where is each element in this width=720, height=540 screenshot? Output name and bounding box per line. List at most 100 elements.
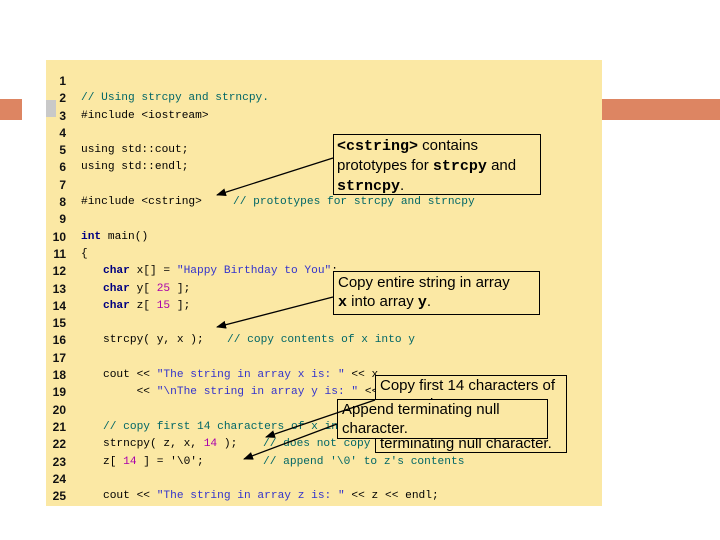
callout-text: prototypes for	[337, 157, 433, 174]
code-text: ];	[170, 300, 191, 312]
code-line-5: using std::cout;	[81, 144, 189, 156]
arrow-to-include	[216, 157, 334, 197]
callout-line: <cstring> contains	[337, 136, 537, 156]
line-number: 9	[59, 212, 66, 226]
callout-line: character.	[342, 420, 408, 437]
code-text: strncpy( z, x,	[103, 438, 204, 450]
code-text: << x	[344, 369, 379, 381]
callout-text: contains	[418, 137, 479, 154]
accent-bar-left	[0, 99, 22, 120]
code-line-6: using std::endl;	[81, 161, 189, 173]
line-number: 8	[59, 195, 66, 209]
code-text: z[	[103, 456, 124, 468]
code-text: z[	[129, 300, 157, 312]
callout-null-terminator: Append terminating null character.	[337, 399, 548, 439]
callout-code: x	[338, 294, 348, 311]
code-line-12: char x[] = "Happy Birthday to You";	[103, 264, 338, 278]
code-string: "Happy Birthday to You"	[176, 265, 332, 277]
callout-line: Copy first 14 characters of	[380, 377, 556, 394]
code-keyword: char	[103, 300, 130, 312]
arrow-to-strncpy	[265, 399, 376, 438]
code-text: main()	[101, 231, 149, 243]
line-number: 12	[52, 264, 66, 278]
callout-text: and	[486, 157, 517, 174]
line-number: 10	[52, 230, 66, 244]
code-text: y[	[129, 283, 157, 295]
line-number: 22	[52, 437, 66, 451]
code-comment: // Using strcpy and strncpy.	[81, 92, 269, 104]
code-keyword: int	[81, 231, 102, 243]
callout-code: strcpy	[432, 158, 487, 175]
line-number: 19	[52, 385, 66, 399]
line-number: 23	[52, 455, 66, 469]
code-text: ] = '\0';	[136, 456, 204, 468]
accent-bar-right	[601, 99, 720, 120]
line-number: 6	[59, 160, 66, 174]
callout-text: .	[426, 293, 432, 310]
code-line-13: char y[ 25 ];	[103, 282, 190, 296]
callout-text: .	[400, 177, 405, 194]
code-comment: // append '\0' to z's contents	[263, 455, 464, 469]
code-line-16: strcpy( y, x );	[103, 334, 204, 346]
callout-line: x into array y.	[338, 292, 535, 312]
callout-text: into array	[347, 293, 418, 310]
callout-cstring: <cstring> contains prototypes for strcpy…	[333, 134, 541, 195]
code-line-11: {	[81, 248, 88, 260]
line-number: 17	[52, 351, 66, 365]
code-text: cout <<	[103, 490, 157, 502]
code-text: <<	[103, 386, 157, 398]
code-text: );	[217, 438, 238, 450]
line-number: 25	[52, 489, 66, 503]
callout-line: prototypes for strcpy and	[337, 156, 537, 176]
line-number: 24	[52, 472, 66, 486]
arrow-to-strcpy	[216, 296, 334, 329]
code-line-23: z[ 14 ] = '\0';	[103, 455, 204, 469]
arrow-to-null-append	[243, 423, 338, 460]
code-number: 14	[123, 456, 137, 468]
code-line-22: strncpy( z, x, 14 );	[103, 437, 237, 451]
code-line-18: cout << "The string in array x is: " << …	[103, 368, 378, 382]
line-number: 3	[59, 109, 66, 123]
code-line-10: int main()	[81, 230, 148, 244]
line-number: 13	[52, 282, 66, 296]
code-number: 25	[156, 283, 171, 295]
code-number: 14	[203, 438, 218, 450]
line-number: 15	[52, 316, 66, 330]
code-comment-text: // append '\0' to z's contents	[263, 456, 465, 468]
code-line-25: cout << "The string in array z is: " << …	[103, 489, 439, 503]
callout-code: y	[417, 294, 427, 311]
code-comment-text: // prototypes for strcpy and strncpy	[233, 196, 475, 208]
code-text: ];	[170, 283, 191, 295]
code-comment: // prototypes for strcpy and strncpy	[233, 195, 475, 209]
code-keyword: char	[103, 283, 130, 295]
callout-line: strncpy.	[337, 176, 537, 196]
line-number: 7	[59, 178, 66, 192]
code-line-8: #include <cstring>	[81, 196, 202, 208]
code-comment: // copy contents of x into y	[227, 333, 415, 347]
accent-bar-mid	[46, 100, 56, 117]
code-text: << z << endl;	[344, 490, 439, 502]
line-number: 14	[52, 299, 66, 313]
line-number: 16	[52, 333, 66, 347]
code-text: cout <<	[103, 369, 157, 381]
line-number: 21	[52, 420, 66, 434]
code-string: "The string in array x is: "	[156, 369, 345, 381]
line-number: 1	[59, 74, 66, 88]
code-keyword: char	[103, 265, 130, 277]
callout-line: terminating null character.	[380, 435, 552, 452]
line-number: 20	[52, 403, 66, 417]
code-string: "The string in array z is: "	[156, 490, 345, 502]
code-line-3: #include <iostream>	[81, 110, 209, 122]
code-number: 15	[156, 300, 171, 312]
callout-code: <cstring>	[337, 138, 419, 155]
line-number: 4	[59, 126, 66, 140]
code-line-2: // Using strcpy and strncpy.	[81, 91, 269, 105]
code-comment-text: // copy contents of x into y	[227, 334, 415, 346]
line-number: 5	[59, 143, 66, 157]
code-string: "\nThe string in array y is: "	[156, 386, 359, 398]
line-number: 18	[52, 368, 66, 382]
callout-code: strncpy	[337, 178, 401, 195]
callout-line: Append terminating null	[342, 401, 500, 418]
line-number: 11	[53, 247, 66, 261]
